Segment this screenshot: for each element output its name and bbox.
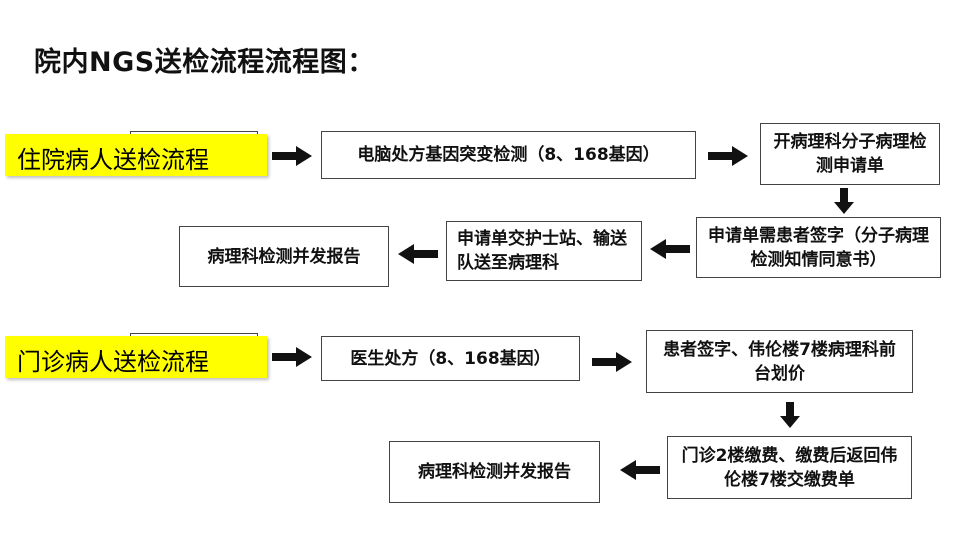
inpatient-flow-label: 住院病人送检流程 [5, 134, 267, 176]
outpatient-step-2: 患者签字、伟伦楼7楼病理科前台划价 [646, 330, 913, 393]
arrow-down-icon [834, 188, 854, 214]
arrow-left-icon [398, 244, 438, 264]
arrow-left-icon [650, 239, 690, 259]
outpatient-step-3: 门诊2楼缴费、缴费后返回伟伦楼7楼交缴费单 [667, 436, 912, 499]
inpatient-step-4: 申请单交护士站、输送队送至病理科 [446, 221, 642, 281]
arrow-right-icon [272, 146, 312, 166]
outpatient-step-1: 医生处方（8、168基因） [321, 336, 580, 381]
arrow-right-icon [272, 347, 312, 367]
arrow-down-icon [780, 402, 800, 428]
inpatient-step-1: 电脑处方基因突变检测（8、168基因） [321, 131, 696, 179]
page-title: 院内NGS送检流程流程图： [34, 47, 375, 78]
arrow-right-icon [708, 146, 748, 166]
arrow-right-icon [592, 352, 632, 372]
inpatient-step-5: 病理科检测并发报告 [179, 226, 389, 287]
outpatient-step-4: 病理科检测并发报告 [389, 441, 600, 503]
inpatient-step-2: 开病理科分子病理检测申请单 [760, 123, 940, 185]
inpatient-step-3: 申请单需患者签字（分子病理检测知情同意书） [696, 217, 941, 278]
outpatient-flow-label: 门诊病人送检流程 [5, 336, 267, 378]
arrow-left-icon [620, 460, 660, 480]
